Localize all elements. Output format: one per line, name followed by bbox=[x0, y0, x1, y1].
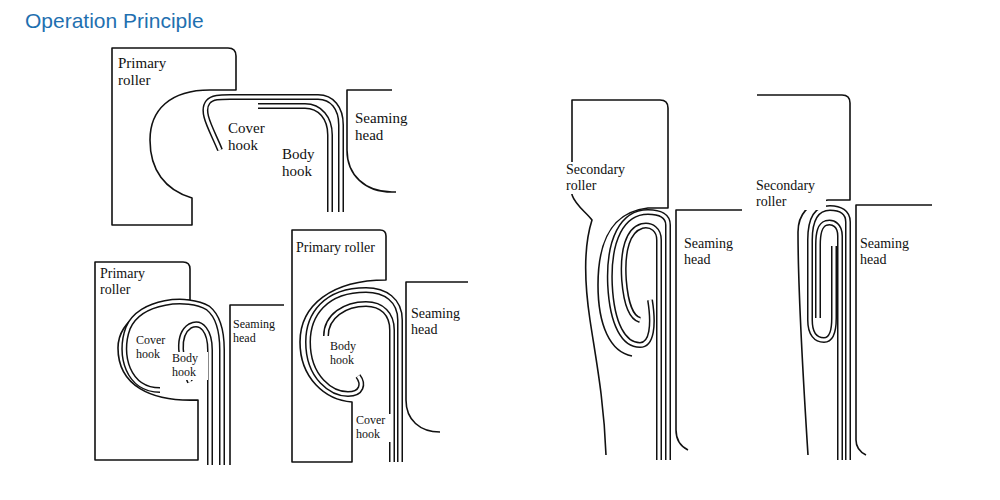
page-title: Operation Principle bbox=[25, 9, 204, 33]
part-label: Primary roller bbox=[296, 240, 382, 256]
secondary-roller bbox=[572, 195, 606, 455]
part-label: Seaming head bbox=[860, 236, 922, 268]
part-label: Body hook bbox=[330, 340, 370, 368]
seaming-head bbox=[230, 305, 284, 465]
seaming-head bbox=[406, 282, 468, 432]
part-label: Body hook bbox=[172, 352, 208, 380]
part-label: Secondary roller bbox=[566, 162, 644, 194]
part-label: Seaming head bbox=[233, 318, 283, 346]
part-label: Cover hook bbox=[136, 334, 172, 362]
metal-strip-outline bbox=[124, 97, 848, 465]
part-label: Cover hook bbox=[228, 120, 272, 155]
part-label: Primary roller bbox=[118, 55, 173, 90]
part-label: Seaming head bbox=[684, 236, 744, 268]
primary-roller bbox=[112, 48, 236, 225]
seaming-head bbox=[856, 205, 932, 455]
part-label: Secondary roller bbox=[756, 178, 826, 210]
part-label: Primary roller bbox=[100, 266, 152, 298]
metal-strip-core bbox=[124, 97, 848, 465]
part-label: Seaming head bbox=[411, 306, 469, 338]
part-label: Cover hook bbox=[356, 414, 392, 442]
part-label: Seaming head bbox=[355, 110, 417, 145]
part-label: Body hook bbox=[282, 146, 324, 181]
